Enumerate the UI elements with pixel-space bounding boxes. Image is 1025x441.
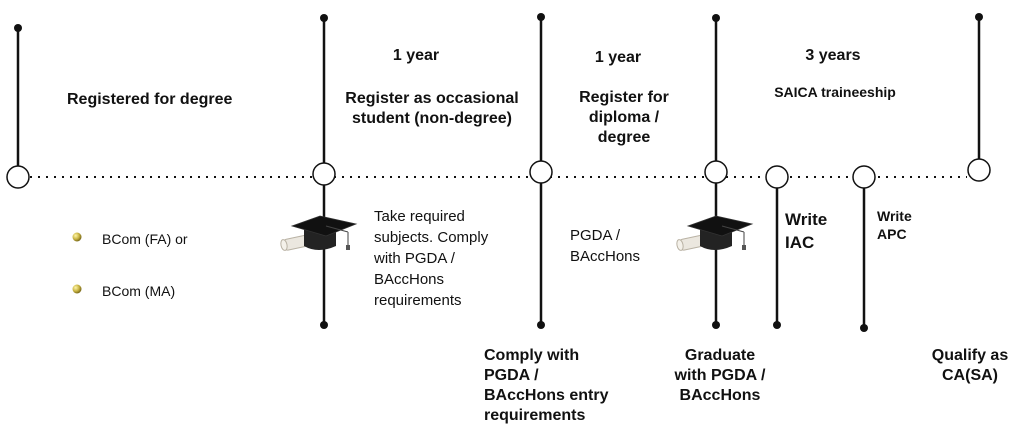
label-write-iac: Write IAC <box>785 210 828 252</box>
label-saica-duration: 3 years <box>805 47 861 64</box>
graduation-cap-icon <box>676 215 754 251</box>
milestone-circle-graduate <box>704 160 728 184</box>
marker-dot <box>712 321 720 329</box>
milestone-circle-diploma <box>529 160 553 184</box>
marker-dot <box>320 14 328 22</box>
milestone-circle-registered <box>6 165 30 189</box>
milestone-circles <box>6 158 991 189</box>
label-write-apc: Write APC <box>877 208 912 242</box>
degree-item-fa: BCom (FA) or <box>102 231 188 247</box>
marker-dot <box>860 324 868 332</box>
marker-dot <box>773 321 781 329</box>
bullet-icon <box>72 232 82 242</box>
marker-dot <box>14 24 22 32</box>
label-qualify-casa: Qualify as CA(SA) <box>931 347 1009 384</box>
label-occasional-duration: 1 year <box>392 47 440 64</box>
milestone-circle-occasional <box>312 162 336 186</box>
note-take-subjects: Take required subjects. Comply with PGDA… <box>374 208 489 309</box>
marker-dots <box>14 13 983 332</box>
label-comply-entry: Comply with PGDA / BAccHons entry requir… <box>484 347 609 424</box>
degree-item-ma: BCom (MA) <box>102 283 176 299</box>
marker-dot <box>975 13 983 21</box>
label-saica-traineeship: SAICA traineeship <box>774 84 896 100</box>
label-diploma-duration: 1 year <box>594 49 642 66</box>
label-registered-degree: Registered for degree <box>67 91 233 108</box>
graduation-cap-icon <box>280 215 358 251</box>
milestone-circle-iac <box>765 165 789 189</box>
marker-dot <box>537 321 545 329</box>
label-occasional-student: Register as occasional student (non-degr… <box>345 90 519 127</box>
label-graduate: Graduate with PGDA / BAccHons <box>674 347 766 404</box>
note-pgda: PGDA / BAccHons <box>570 227 641 265</box>
milestone-circle-apc <box>852 165 876 189</box>
marker-dot <box>537 13 545 21</box>
bullet-icon <box>72 284 82 294</box>
label-register-diploma: Register for diploma / degree <box>579 89 669 146</box>
marker-dot <box>320 321 328 329</box>
marker-dot <box>712 14 720 22</box>
milestone-circle-qualify <box>967 158 991 182</box>
